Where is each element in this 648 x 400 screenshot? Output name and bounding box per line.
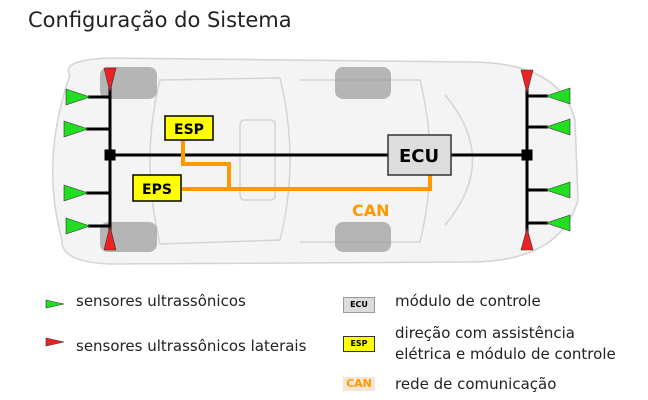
legend-esp-icon: ESP (343, 336, 375, 352)
green-sensor-icon (45, 299, 65, 309)
legend-ecu-icon: ECU (343, 297, 375, 313)
sensor-bus (86, 80, 548, 245)
legend-ultrasonic: sensores ultrassônicos (76, 292, 246, 310)
legend-esp-text-1: direção com assistência (395, 324, 575, 342)
ecu-module: ECU (387, 134, 452, 176)
eps-label: EPS (142, 182, 172, 198)
legend-ecu-text: módulo de controle (395, 292, 541, 310)
car-outline (51, 57, 579, 265)
ecu-label: ECU (399, 146, 439, 167)
page-title: Configuração do Sistema (28, 8, 292, 32)
esp-label: ESP (174, 122, 204, 138)
system-diagram: ESP EPS ECU CAN (51, 57, 579, 265)
ultrasonic-sensors (63, 87, 571, 235)
eps-module: EPS (132, 174, 182, 202)
lateral-sensors (103, 67, 534, 251)
legend-can-icon: CAN (343, 377, 375, 391)
esp-module: ESP (164, 115, 214, 141)
red-sensor-icon (45, 337, 65, 347)
can-label: CAN (352, 201, 390, 220)
can-network (181, 139, 432, 191)
legend-esp-text-2: elétrica e módulo de controle (395, 345, 616, 363)
legend-can-text: rede de comunicação (395, 375, 557, 393)
legend-lateral: sensores ultrassônicos laterais (76, 337, 307, 355)
